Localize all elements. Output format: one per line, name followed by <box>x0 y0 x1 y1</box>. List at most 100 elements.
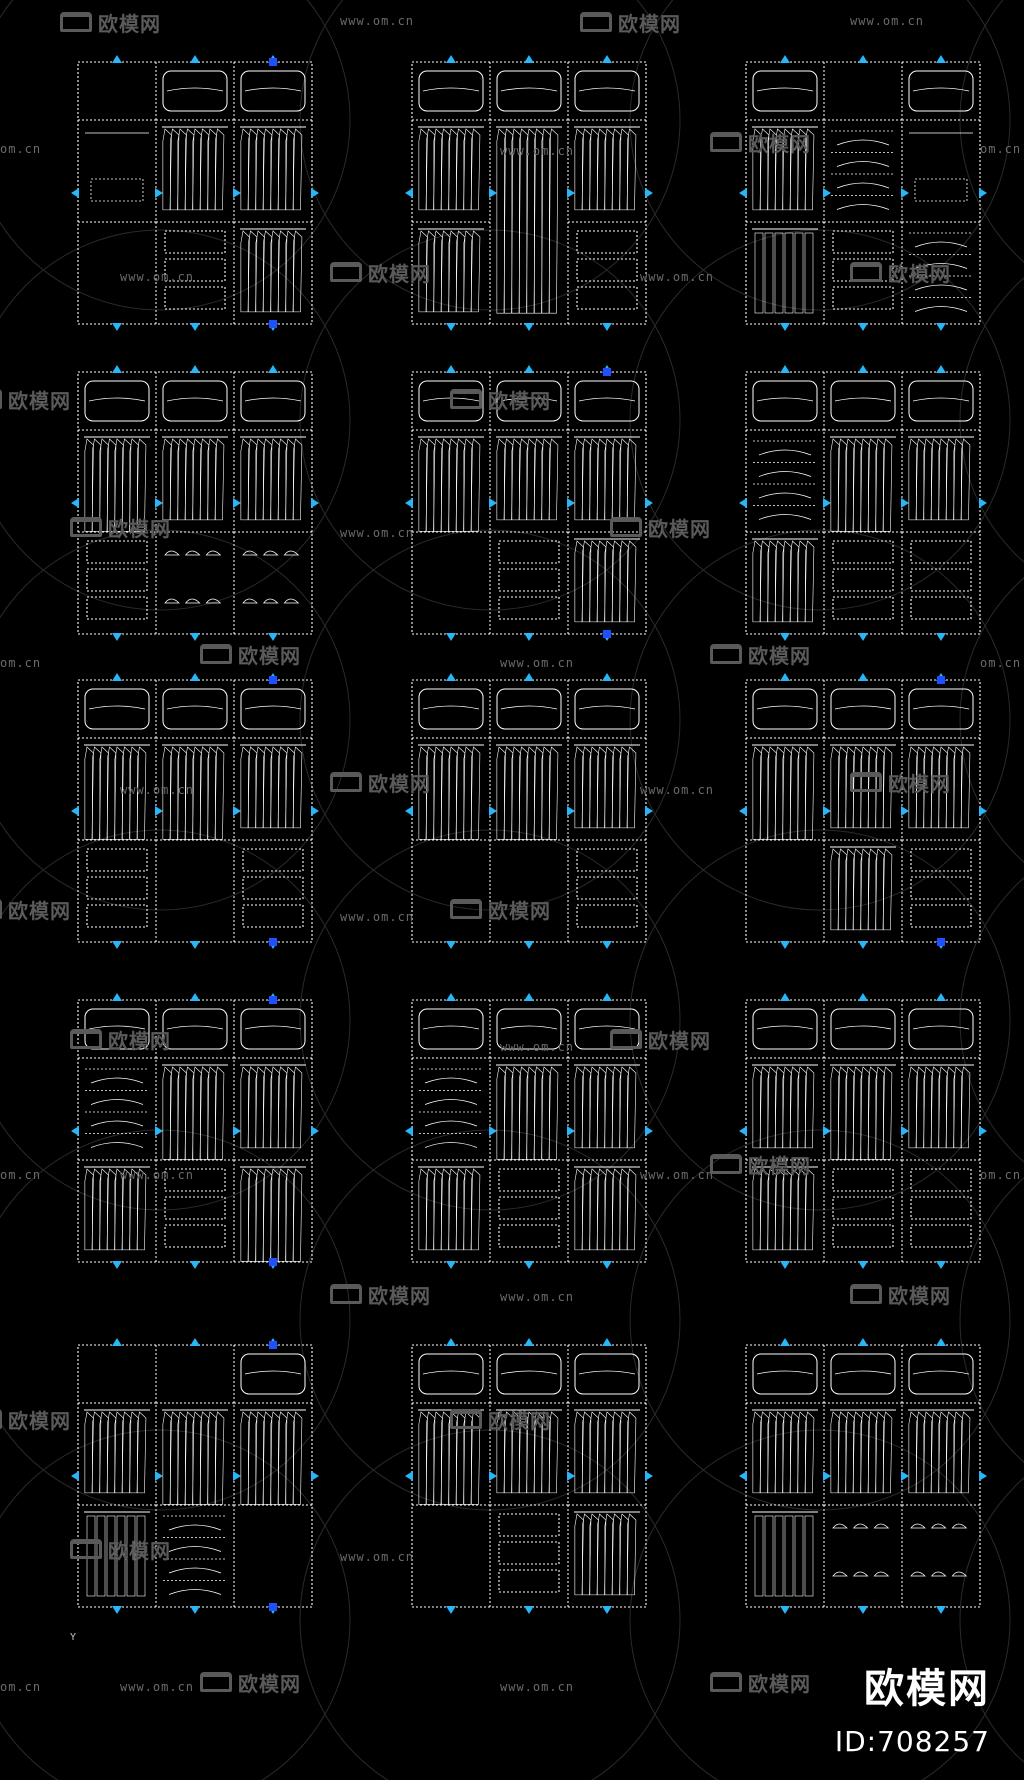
grip-arrow-icon[interactable] <box>936 993 946 1001</box>
grip-arrow-icon[interactable] <box>489 1471 497 1481</box>
grip-arrow-icon[interactable] <box>823 498 831 508</box>
grip-arrow-icon[interactable] <box>190 633 200 641</box>
grip-arrow-icon[interactable] <box>524 1606 534 1614</box>
grip-arrow-icon[interactable] <box>901 188 909 198</box>
grip-arrow-icon[interactable] <box>446 1338 456 1346</box>
grip-arrow-icon[interactable] <box>602 1261 612 1269</box>
grip-arrow-icon[interactable] <box>71 1471 79 1481</box>
grip-arrow-icon[interactable] <box>311 1126 319 1136</box>
grip-arrow-icon[interactable] <box>405 1126 413 1136</box>
grip-arrow-icon[interactable] <box>780 1606 790 1614</box>
grip-arrow-icon[interactable] <box>858 673 868 681</box>
grip-arrow-icon[interactable] <box>979 498 987 508</box>
grip-arrow-icon[interactable] <box>567 188 575 198</box>
grip-arrow-icon[interactable] <box>823 806 831 816</box>
grip-arrow-icon[interactable] <box>190 365 200 373</box>
grip-arrow-icon[interactable] <box>524 633 534 641</box>
grip-arrow-icon[interactable] <box>190 673 200 681</box>
grip-arrow-icon[interactable] <box>858 323 868 331</box>
grip-arrow-icon[interactable] <box>567 1471 575 1481</box>
grip-arrow-icon[interactable] <box>823 1126 831 1136</box>
grip-square-icon[interactable] <box>269 58 277 66</box>
grip-square-icon[interactable] <box>269 676 277 684</box>
grip-arrow-icon[interactable] <box>446 1261 456 1269</box>
grip-arrow-icon[interactable] <box>858 1261 868 1269</box>
grip-arrow-icon[interactable] <box>446 673 456 681</box>
grip-arrow-icon[interactable] <box>489 1126 497 1136</box>
grip-arrow-icon[interactable] <box>268 365 278 373</box>
grip-arrow-icon[interactable] <box>858 1606 868 1614</box>
grip-square-icon[interactable] <box>269 320 277 328</box>
grip-arrow-icon[interactable] <box>190 993 200 1001</box>
grip-arrow-icon[interactable] <box>112 941 122 949</box>
grip-arrow-icon[interactable] <box>567 1126 575 1136</box>
grip-arrow-icon[interactable] <box>936 365 946 373</box>
grip-arrow-icon[interactable] <box>524 55 534 63</box>
grip-square-icon[interactable] <box>603 368 611 376</box>
grip-arrow-icon[interactable] <box>739 498 747 508</box>
grip-arrow-icon[interactable] <box>567 498 575 508</box>
grip-square-icon[interactable] <box>269 1341 277 1349</box>
grip-arrow-icon[interactable] <box>780 365 790 373</box>
grip-arrow-icon[interactable] <box>71 1126 79 1136</box>
grip-arrow-icon[interactable] <box>190 1606 200 1614</box>
grip-square-icon[interactable] <box>269 938 277 946</box>
grip-arrow-icon[interactable] <box>155 806 163 816</box>
grip-arrow-icon[interactable] <box>112 1261 122 1269</box>
grip-arrow-icon[interactable] <box>405 806 413 816</box>
grip-arrow-icon[interactable] <box>71 806 79 816</box>
grip-arrow-icon[interactable] <box>645 498 653 508</box>
grip-arrow-icon[interactable] <box>524 673 534 681</box>
grip-arrow-icon[interactable] <box>858 1338 868 1346</box>
grip-arrow-icon[interactable] <box>446 365 456 373</box>
grip-arrow-icon[interactable] <box>112 323 122 331</box>
grip-arrow-icon[interactable] <box>602 1338 612 1346</box>
grip-arrow-icon[interactable] <box>780 941 790 949</box>
grip-arrow-icon[interactable] <box>979 188 987 198</box>
grip-arrow-icon[interactable] <box>524 1338 534 1346</box>
grip-arrow-icon[interactable] <box>112 365 122 373</box>
grip-arrow-icon[interactable] <box>446 1606 456 1614</box>
grip-arrow-icon[interactable] <box>311 498 319 508</box>
grip-arrow-icon[interactable] <box>780 323 790 331</box>
grip-arrow-icon[interactable] <box>233 806 241 816</box>
grip-arrow-icon[interactable] <box>112 993 122 1001</box>
grip-arrow-icon[interactable] <box>979 806 987 816</box>
grip-arrow-icon[interactable] <box>112 55 122 63</box>
grip-arrow-icon[interactable] <box>602 1606 612 1614</box>
grip-arrow-icon[interactable] <box>112 1606 122 1614</box>
grip-arrow-icon[interactable] <box>405 188 413 198</box>
grip-arrow-icon[interactable] <box>823 188 831 198</box>
grip-arrow-icon[interactable] <box>936 633 946 641</box>
grip-arrow-icon[interactable] <box>446 323 456 331</box>
grip-arrow-icon[interactable] <box>936 323 946 331</box>
grip-arrow-icon[interactable] <box>645 806 653 816</box>
grip-arrow-icon[interactable] <box>311 1471 319 1481</box>
grip-arrow-icon[interactable] <box>858 941 868 949</box>
grip-arrow-icon[interactable] <box>190 941 200 949</box>
grip-arrow-icon[interactable] <box>446 993 456 1001</box>
grip-arrow-icon[interactable] <box>602 673 612 681</box>
grip-arrow-icon[interactable] <box>780 673 790 681</box>
grip-arrow-icon[interactable] <box>190 1261 200 1269</box>
grip-arrow-icon[interactable] <box>190 323 200 331</box>
grip-arrow-icon[interactable] <box>233 1471 241 1481</box>
grip-arrow-icon[interactable] <box>780 993 790 1001</box>
grip-square-icon[interactable] <box>603 630 611 638</box>
grip-arrow-icon[interactable] <box>858 633 868 641</box>
grip-arrow-icon[interactable] <box>780 1338 790 1346</box>
grip-arrow-icon[interactable] <box>936 55 946 63</box>
grip-arrow-icon[interactable] <box>311 806 319 816</box>
grip-arrow-icon[interactable] <box>524 365 534 373</box>
grip-arrow-icon[interactable] <box>524 941 534 949</box>
grip-arrow-icon[interactable] <box>780 1261 790 1269</box>
grip-arrow-icon[interactable] <box>155 188 163 198</box>
grip-arrow-icon[interactable] <box>739 806 747 816</box>
grip-square-icon[interactable] <box>269 1603 277 1611</box>
grip-arrow-icon[interactable] <box>489 806 497 816</box>
grip-arrow-icon[interactable] <box>858 55 868 63</box>
grip-arrow-icon[interactable] <box>858 365 868 373</box>
grip-square-icon[interactable] <box>269 996 277 1004</box>
grip-arrow-icon[interactable] <box>645 1126 653 1136</box>
grip-arrow-icon[interactable] <box>190 1338 200 1346</box>
